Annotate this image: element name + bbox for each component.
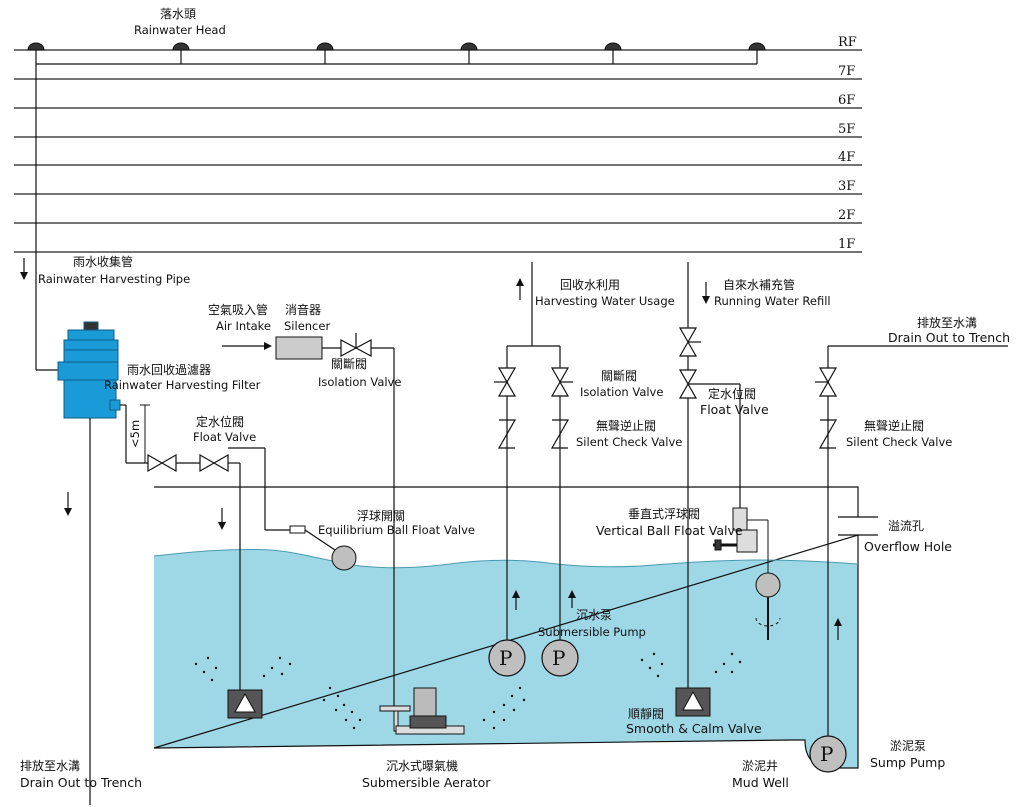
filter-en: Rainwater Harvesting Filter [104, 378, 261, 392]
check-valve-2-en: Silent Check Valve [846, 435, 952, 449]
vertical-float-en: Vertical Ball Float Valve [596, 523, 743, 538]
rainwater-heads [27, 42, 766, 51]
inlet-pipe [120, 404, 336, 690]
harvest-pipe-en: Rainwater Harvesting Pipe [38, 272, 190, 286]
submersible-pump-zh: 沉水泵 [576, 608, 612, 622]
smooth-calm-en: Smooth & Calm Valve [626, 721, 762, 736]
isolation-valve-1-en: Isolation Valve [318, 375, 401, 389]
drain-top-zh: 排放至水溝 [917, 315, 977, 330]
overflow-hole [838, 516, 878, 536]
floor-label-5f: 5F [838, 122, 855, 137]
ball-float-en: Equilibrium Ball Float Valve [318, 523, 475, 537]
sump-pump-zh: 淤泥泵 [890, 739, 926, 753]
inflow-bubbles [640, 652, 742, 678]
air-pipe [322, 347, 395, 712]
water-usage-en: Harvesting Water Usage [535, 294, 675, 308]
overflow-en: Overflow Hole [864, 539, 952, 554]
floor-labels: RF 7F 6F 5F 4F 3F 2F 1F [838, 35, 857, 252]
sump-pump-en: Sump Pump [870, 755, 945, 770]
water-usage-zh: 回收水利用 [560, 278, 620, 292]
silencer-en: Silencer [284, 319, 330, 333]
rain-collector-pipes [35, 50, 758, 371]
floor-label-1f: 1F [838, 237, 855, 252]
rainwater-head-icon [604, 42, 622, 51]
check-valve-icon [497, 419, 570, 449]
aeration-bubbles [322, 686, 526, 730]
smooth-calm-valve-icon [227, 689, 263, 719]
rain-head-en: Rainwater Head [134, 23, 226, 37]
check-valve-1-en: Silent Check Valve [576, 435, 682, 449]
floor-label-rf: RF [838, 35, 857, 50]
sump-pump-icon: P [809, 735, 847, 773]
check-valve-1-zh: 無聲逆止閥 [596, 418, 656, 433]
submersible-pump-icon: P [488, 639, 526, 677]
isolation-valve-icon [497, 367, 570, 397]
floor-label-3f: 3F [838, 179, 855, 194]
isolation-valve-2-en: Isolation Valve [580, 385, 663, 399]
vertical-float-zh: 垂直式浮球閥 [628, 507, 700, 521]
submersible-pump-en: Submersible Pump [538, 625, 646, 639]
air-intake-zh: 空氣吸入管 [208, 302, 268, 317]
harvest-pipe-zh: 雨水收集管 [73, 254, 133, 269]
filter-zh: 雨水回收過濾器 [127, 362, 211, 377]
float-valve-2-en: Float Valve [700, 402, 769, 417]
rainwater-head-icon [27, 42, 45, 51]
submersible-aerator [379, 687, 465, 735]
rainwater-head-icon [316, 42, 334, 51]
float-control-line [688, 383, 741, 510]
silencer-zh: 消音器 [285, 302, 321, 317]
water-surface [153, 548, 859, 569]
floor-label-4f: 4F [838, 150, 855, 165]
height-label: <5m [128, 420, 142, 448]
submersible-pump-icon: P [541, 639, 579, 677]
float-valve-1-en: Float Valve [193, 430, 256, 444]
float-valve-2-zh: 定水位閥 [708, 386, 756, 401]
svg-text:P: P [820, 742, 833, 766]
check-valve-2-zh: 無聲逆止閥 [864, 418, 924, 433]
isolation-valve-1-zh: 關斷閥 [331, 357, 367, 371]
rain-head-zh: 落水頭 [160, 7, 196, 21]
float-valve-1-zh: 定水位閥 [196, 414, 244, 429]
mud-well-zh: 淤泥井 [742, 759, 778, 773]
aerator-zh: 沉水式曝氣機 [386, 758, 458, 773]
floor-label-7f: 7F [838, 64, 855, 79]
ball-float-zh: 浮球開關 [357, 509, 405, 523]
rainwater-head-icon [748, 42, 766, 51]
drain-bottom-zh: 排放至水溝 [20, 758, 80, 773]
smooth-calm-zh: 順靜閥 [628, 707, 664, 721]
isolation-valve-2-zh: 關斷閥 [601, 369, 637, 383]
water-refill-zh: 自來水補充管 [723, 277, 795, 292]
inflow-bubbles [194, 656, 292, 682]
smooth-calm-valve-icon [675, 687, 711, 717]
float-valve-icon [147, 453, 229, 473]
floor-label-6f: 6F [838, 93, 855, 108]
floor-lines [14, 49, 862, 253]
float-ball-icon [331, 545, 357, 571]
rainwater-harvesting-filter [57, 321, 121, 419]
check-valve-icon [818, 419, 838, 449]
air-intake-en: Air Intake [216, 319, 271, 333]
water-refill-en: Running Water Refill [714, 294, 831, 308]
rainwater-head-icon [460, 42, 478, 51]
mud-well-en: Mud Well [732, 775, 789, 790]
svg-text:P: P [552, 646, 565, 670]
rainwater-head-icon [172, 42, 190, 51]
svg-text:P: P [499, 646, 512, 670]
vertical-ball-float-valve [713, 507, 781, 640]
silencer-box [275, 336, 323, 360]
aerator-en: Submersible Aerator [362, 775, 491, 790]
drain-bottom-en: Drain Out to Trench [20, 775, 142, 790]
float-switch-body [289, 525, 306, 534]
overflow-zh: 溢流孔 [888, 519, 924, 533]
floor-label-2f: 2F [838, 208, 855, 223]
sump-discharge-pipe [827, 345, 1008, 736]
drain-top-en: Drain Out to Trench [888, 330, 1010, 345]
